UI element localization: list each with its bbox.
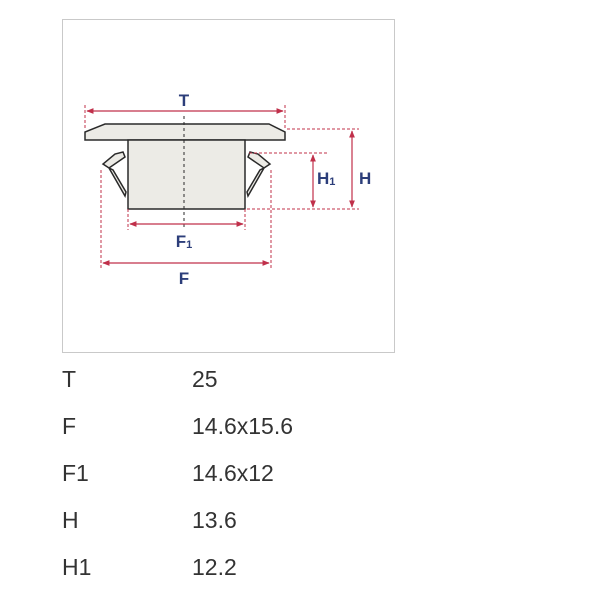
spec-key: H [62,507,79,533]
spec-row-t: T 25 [62,358,462,405]
diagram-frame: T F1 F H1 H [62,19,395,353]
spec-row-f: F 14.6x15.6 [62,405,462,452]
spec-value: 12.2 [192,554,237,580]
spec-row-h: H 13.6 [62,499,462,546]
h-label: H [359,169,371,188]
f1-label: F1 [176,232,193,251]
t-label: T [179,91,190,110]
cap-shape [84,123,286,141]
technical-drawing: T F1 F H1 H [84,91,371,288]
spec-key: F1 [62,460,89,486]
stem-shape [127,139,246,210]
spec-value: 14.6x15.6 [192,413,294,439]
left-clip-shape [101,151,127,198]
spec-row-f1: F1 14.6x12 [62,452,462,499]
spec-value: 13.6 [192,507,237,533]
spec-row-h1: H1 12.2 [62,546,462,593]
spec-value: 14.6x12 [192,460,274,486]
spec-key: H1 [62,554,92,580]
right-clip-shape [246,151,272,198]
spec-table: T 25 F 14.6x15.6 F1 14.6x12 H 13.6 H1 12… [62,358,462,593]
f-label: F [179,269,189,288]
h1-label: H1 [317,169,335,188]
spec-key: F [62,413,77,439]
spec-value: 25 [192,366,218,392]
spec-key: T [62,366,77,392]
